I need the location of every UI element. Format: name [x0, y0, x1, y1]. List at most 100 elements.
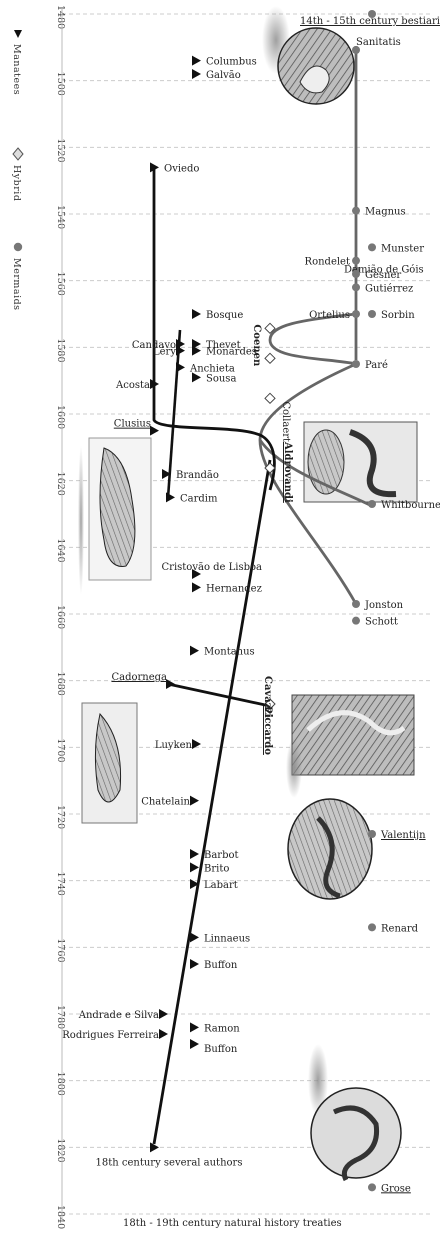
hybrid-marker — [265, 393, 275, 403]
mermaid-marker — [368, 500, 376, 508]
manatee-label: 18th century several authors — [96, 1157, 243, 1168]
year-tick-label: 1720 — [55, 805, 66, 829]
mermaid-marker — [352, 600, 360, 608]
piccardo-image — [292, 695, 414, 775]
manatee-label: Chatelain — [141, 797, 190, 808]
hybrid-legend-icon — [13, 148, 23, 160]
manatee-label: Cristovão de Lisboa — [162, 562, 263, 573]
mermaid-label: Gutiérrez — [365, 283, 413, 294]
legend-mermaids: Mermaids — [11, 258, 22, 311]
hybrid-label: Aldrovandi — [282, 441, 293, 503]
manatee-label: Brandão — [176, 470, 219, 481]
manatee-marker — [190, 849, 199, 859]
mermaid-label: Whitbourne — [381, 500, 440, 511]
manatee-marker — [192, 309, 201, 319]
legend-manatees: Manatees — [11, 44, 22, 95]
year-tick-label: 1780 — [55, 1005, 66, 1029]
manatee-marker — [159, 1029, 168, 1039]
grose-image — [311, 1088, 401, 1178]
year-tick-label: 1800 — [55, 1072, 66, 1096]
mermaid-label: Renard — [381, 923, 419, 934]
manatee-label: Oviedo — [164, 163, 199, 174]
manatee-label: Columbus — [206, 57, 257, 68]
nodes: ColumbusGalvãoOviedoBosqueThevetCandavoL… — [62, 10, 440, 1194]
year-tick-label: 1700 — [55, 738, 66, 762]
manatee-label: Linnaeus — [204, 933, 250, 944]
bottom-caption: 18th - 19th century natural history trea… — [123, 1218, 342, 1229]
manatee-label: Sousa — [206, 373, 236, 384]
manatee-label: Rodrigues Ferreira — [62, 1030, 159, 1041]
mermaid-marker — [368, 310, 376, 318]
mermaid-label: Schott — [365, 617, 398, 628]
manatee-label: Andrade e Silva — [78, 1010, 159, 1021]
connection-lines — [154, 46, 372, 1144]
hybrid-label: Piccardo — [262, 706, 273, 755]
year-tick-label: 1560 — [55, 272, 66, 296]
hybrid-label: Collaert — [280, 401, 291, 442]
manatee-label: Léry — [153, 347, 176, 358]
manatee-marker — [190, 862, 199, 872]
manatee-marker — [192, 582, 201, 592]
manatee-marker — [190, 646, 199, 656]
year-tick-label: 1740 — [55, 872, 66, 896]
manatee-label: Luyken — [155, 740, 193, 751]
mermaid-marker — [352, 310, 360, 318]
manatee-marker — [192, 56, 201, 66]
manatee-marker — [150, 426, 159, 436]
mermaid-label: Ortelius — [309, 310, 350, 321]
manatee-label: Clusius — [114, 419, 151, 430]
manatee-legend-icon — [14, 30, 22, 38]
year-tick-label: 1760 — [55, 938, 66, 962]
shadow-decor — [78, 445, 84, 595]
manatee-marker — [190, 959, 199, 969]
mermaid-marker — [352, 283, 360, 291]
hybrid-label: Coenen — [251, 324, 262, 367]
mermaid-marker — [368, 243, 376, 251]
year-tick-label: 1520 — [55, 138, 66, 162]
manatee-label: Montanus — [204, 647, 255, 658]
mermaid-marker — [352, 207, 360, 215]
mermaid-label: Gesner — [365, 270, 401, 281]
year-tick-label: 1500 — [55, 72, 66, 96]
year-tick-label: 1580 — [55, 338, 66, 362]
manatee-marker — [190, 932, 199, 942]
manatee-label: Buffon — [204, 1044, 238, 1055]
manatee-label: Buffon — [204, 960, 238, 971]
mermaid-label: Sanitatis — [356, 37, 401, 48]
mermaid-marker — [368, 830, 376, 838]
year-tick-label: 1480 — [55, 5, 66, 29]
year-tick-label: 1820 — [55, 1138, 66, 1162]
manatee-marker — [176, 362, 185, 372]
manatee-marker — [159, 1009, 168, 1019]
legend: Manatees Hybrid Mermaids — [11, 30, 23, 311]
mermaid-marker — [368, 923, 376, 931]
mermaid-coenen-loop — [270, 314, 356, 364]
mermaid-label: Munster — [381, 243, 424, 254]
hybrid-marker — [265, 353, 275, 363]
manatee-label: Galvão — [206, 70, 241, 81]
year-tick-label: 1540 — [55, 205, 66, 229]
year-tick-label: 1680 — [55, 672, 66, 696]
year-tick-label: 1840 — [55, 1205, 66, 1229]
year-tick-label: 1640 — [55, 538, 66, 562]
manatee-label: Brito — [204, 863, 229, 874]
year-tick-label: 1600 — [55, 405, 66, 429]
year-tick-label: 1620 — [55, 472, 66, 496]
manatee-label: Barbot — [204, 850, 239, 861]
manatee-marker — [192, 69, 201, 79]
manatee-marker — [166, 492, 175, 502]
mermaid-marker — [352, 617, 360, 625]
mermaid-label: Jonston — [364, 600, 404, 611]
manatee-label: Ramon — [204, 1023, 240, 1034]
manatee-label: Labart — [204, 880, 238, 891]
mermaid-label: Magnus — [365, 207, 406, 218]
manatee-label: Acosta — [115, 380, 150, 391]
top-caption: 14th - 15th century bestiaries — [300, 16, 440, 27]
mermaid-label: Valentijn — [380, 830, 426, 841]
mermaid-label: Sorbin — [381, 310, 415, 321]
mermaid-label: Paré — [365, 360, 388, 371]
manatee-label: Hernandez — [206, 583, 262, 594]
mermaid-legend-icon — [14, 243, 22, 251]
mermaid-marker — [352, 257, 360, 265]
